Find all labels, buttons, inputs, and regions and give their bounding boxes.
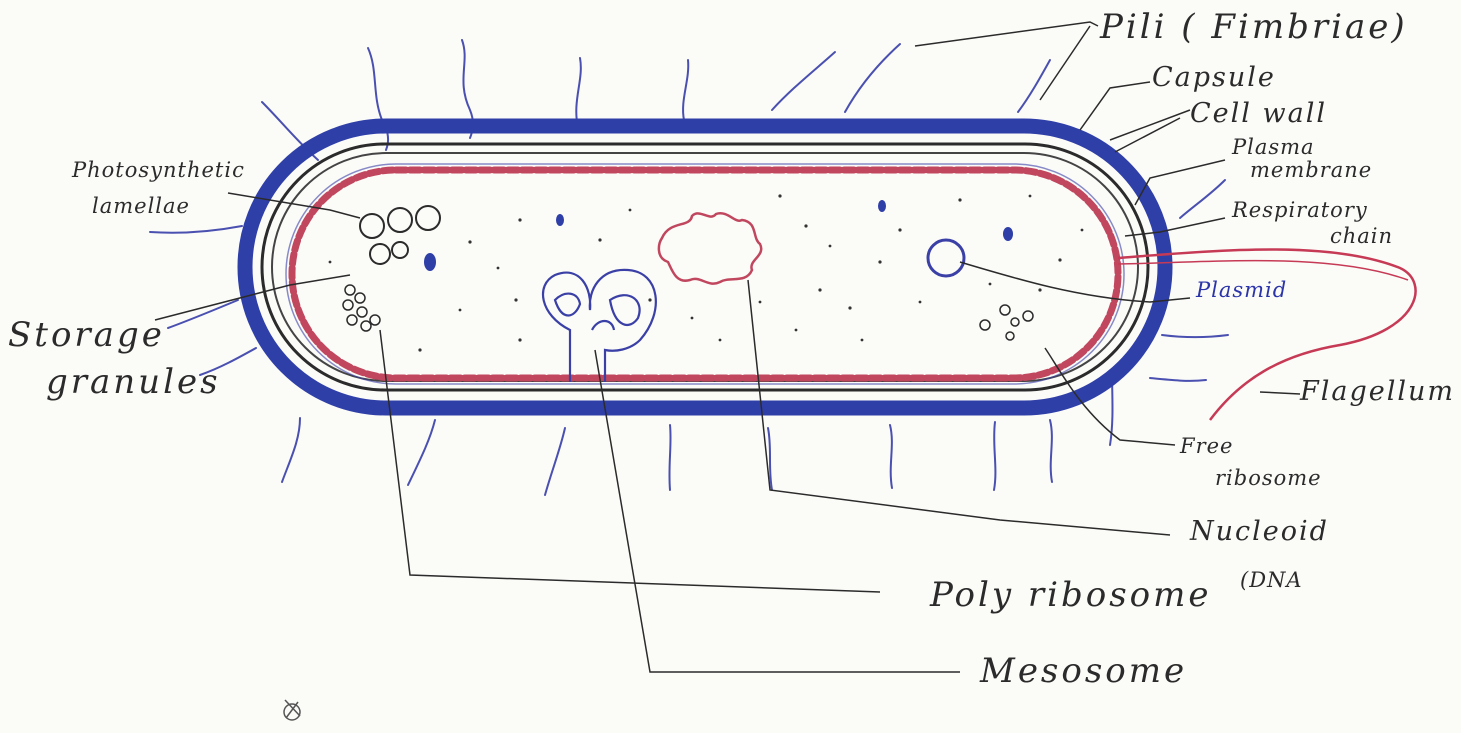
label-free-ribosome-line2: ribosome <box>1215 468 1322 489</box>
label-capsule: Capsule <box>1152 64 1276 91</box>
free-ribosomes-shape <box>980 305 1033 340</box>
label-mesosome: Mesosome <box>980 654 1187 688</box>
storage-granules-shape <box>343 285 380 331</box>
nucleoid-dna <box>659 213 761 283</box>
label-flagellum: Flagellum <box>1300 378 1455 405</box>
label-pili: Pili ( Fimbriae) <box>1100 10 1408 44</box>
label-nucleoid-line1: Nucleoid <box>1190 518 1329 545</box>
label-photosynthetic-lamellae-line1: Photosynthetic <box>72 160 245 181</box>
signature-mark <box>284 700 300 720</box>
label-respiratory-chain-line2: chain <box>1330 226 1393 247</box>
label-respiratory-chain-line1: Respiratory <box>1232 200 1368 221</box>
label-free-ribosome-line1: Free <box>1180 436 1233 457</box>
cell-wall-inner <box>272 153 1138 381</box>
plasmid <box>928 240 964 276</box>
label-nucleoid-line2: (DNA <box>1240 570 1303 591</box>
inclusions <box>424 200 1013 271</box>
label-storage-granules-line2: granules <box>46 365 221 399</box>
label-plasmid: Plasmid <box>1196 280 1287 301</box>
pili <box>150 40 1228 495</box>
label-plasma-membrane-line2: membrane <box>1250 160 1372 181</box>
plasma-membrane <box>292 170 1118 378</box>
label-photosynthetic-lamellae-line2: lamellae <box>92 196 190 217</box>
label-polyribosome: Poly ribosome <box>930 578 1212 612</box>
label-cell-wall: Cell wall <box>1190 100 1327 127</box>
label-plasma-membrane-line1: Plasma <box>1232 137 1315 158</box>
cell-wall <box>262 144 1148 390</box>
mesosome <box>543 270 656 382</box>
ribosome-dots <box>329 194 1084 351</box>
label-storage-granules-line1: Storage <box>8 318 165 352</box>
